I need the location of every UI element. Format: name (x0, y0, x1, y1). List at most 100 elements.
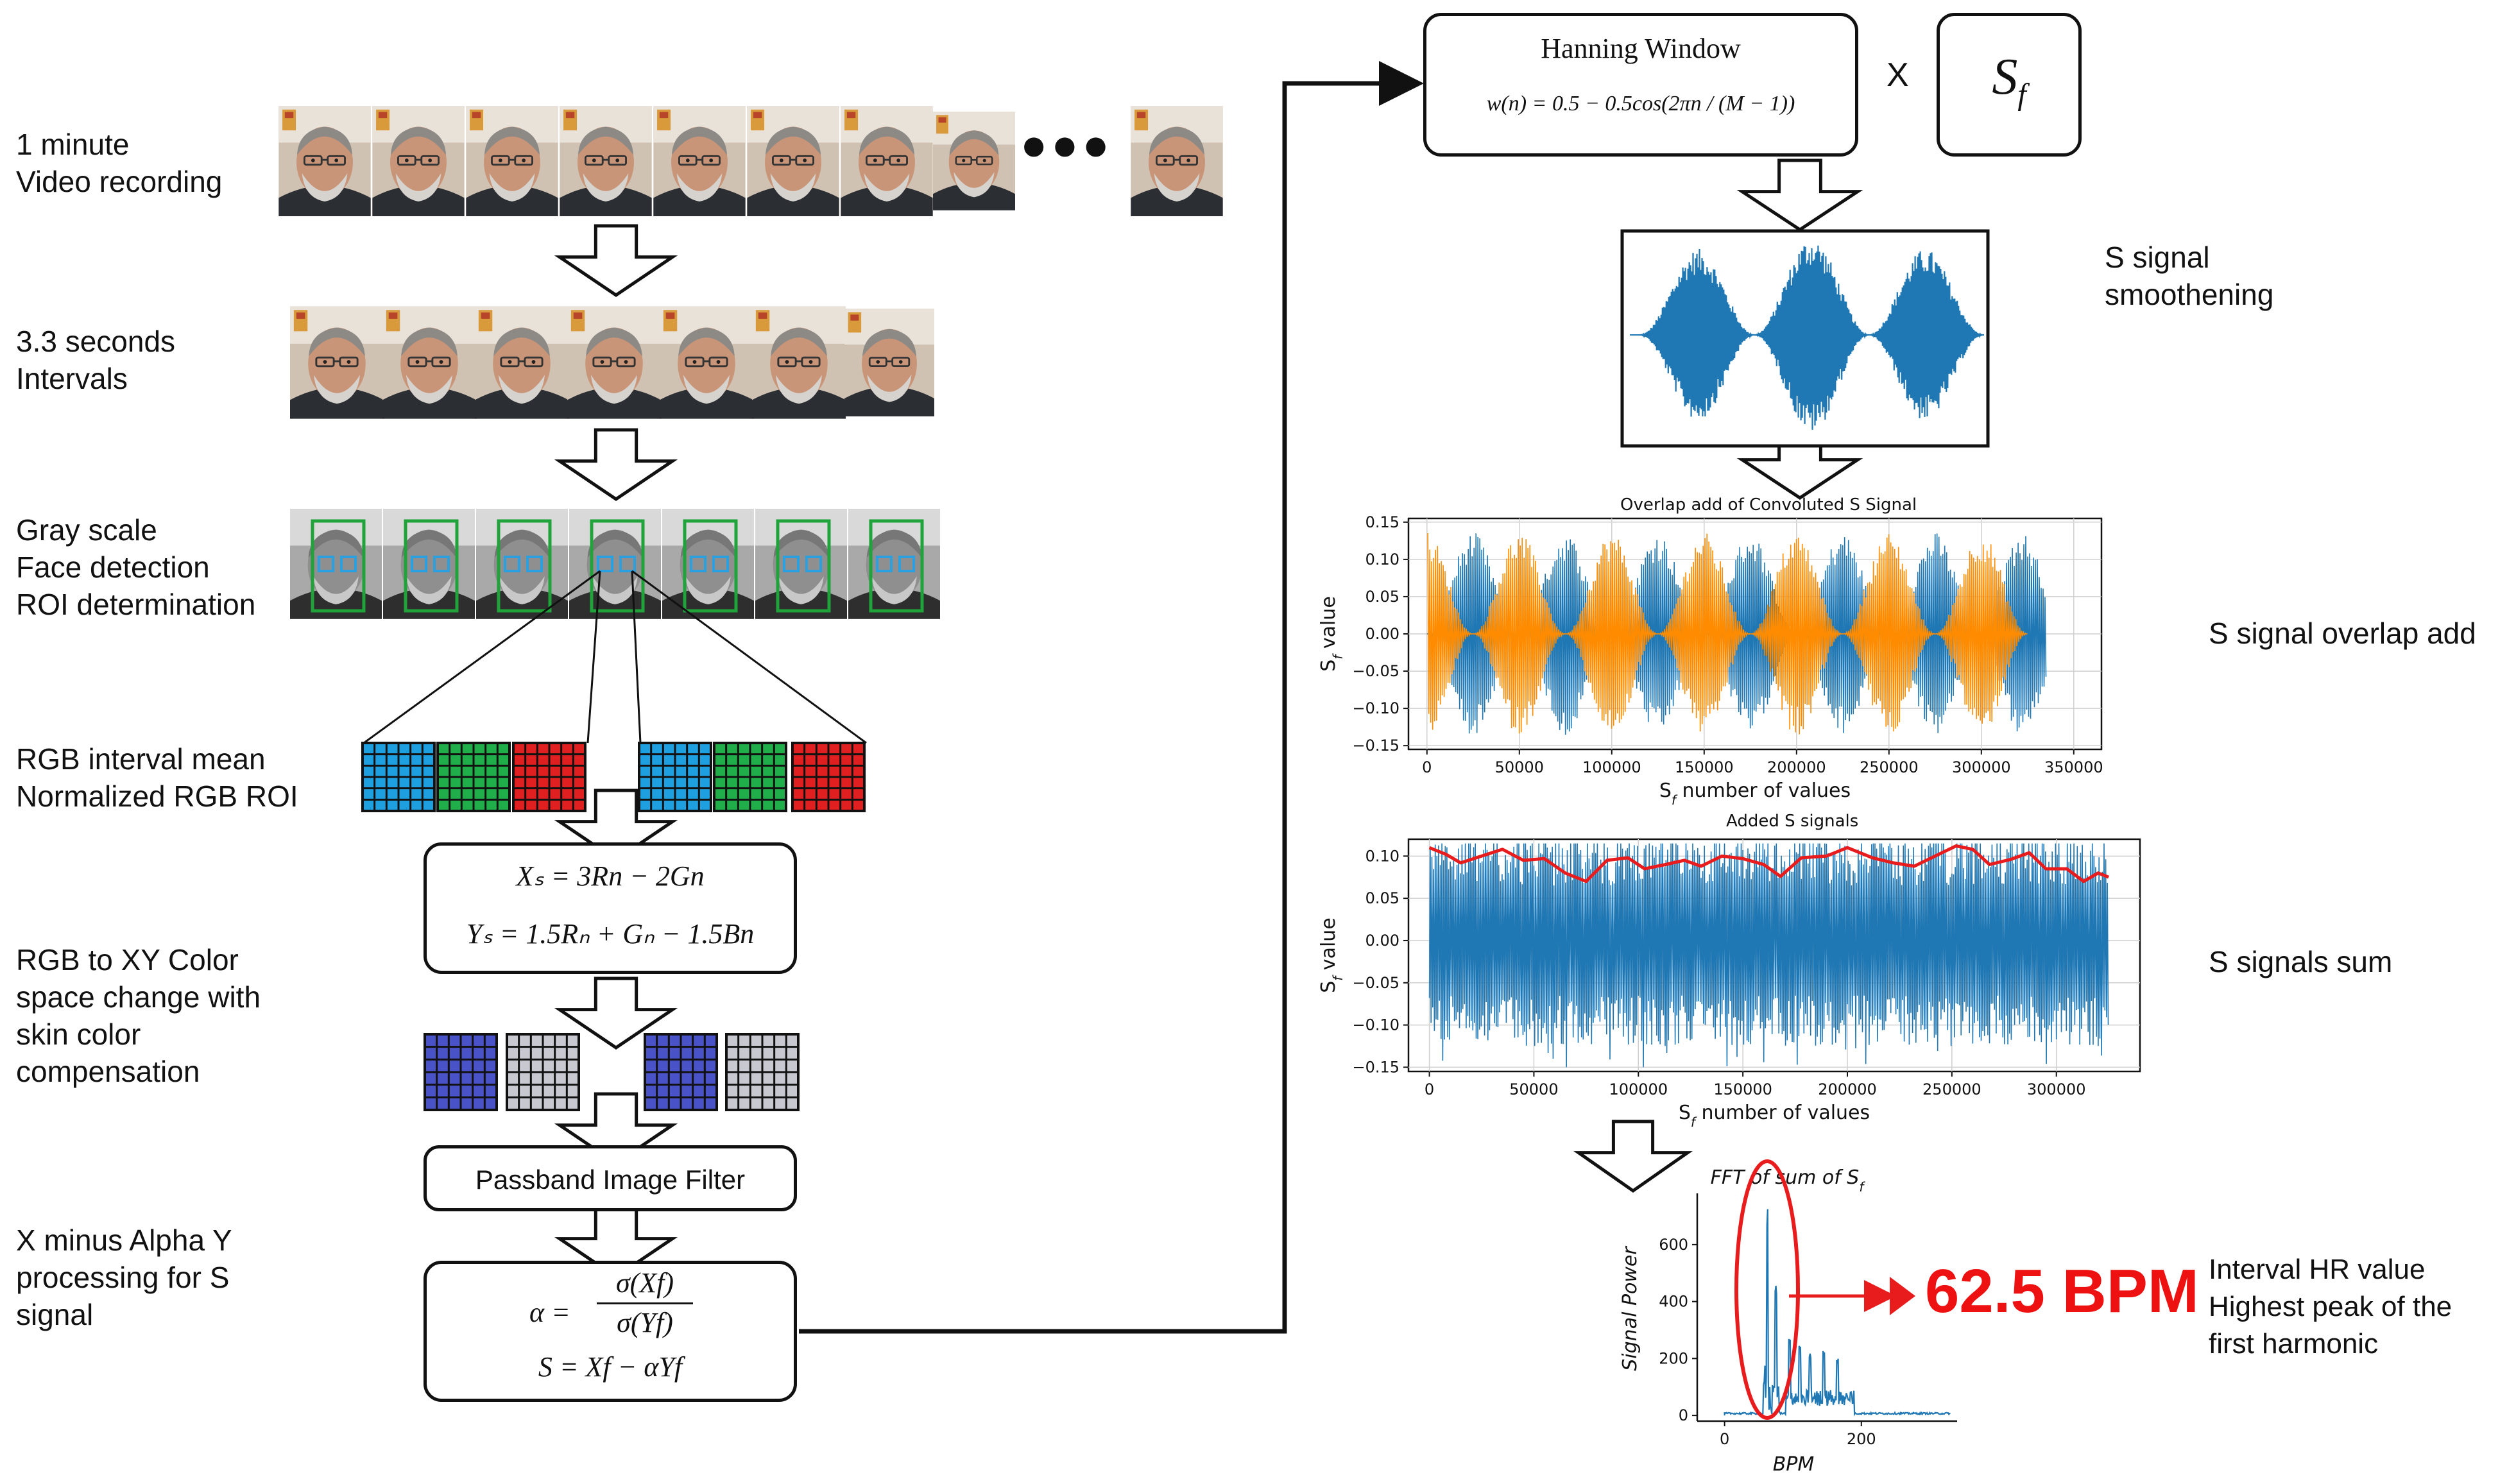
interval-frame-7 (844, 307, 934, 418)
fraction-bar (597, 1302, 693, 1304)
x-tick-label: 150000 (1675, 758, 1734, 776)
connector-arrow (799, 61, 1424, 1334)
alpha-denominator: σ(Yf) (617, 1307, 673, 1338)
label-color-space: RGB to XY Color space change with skin c… (16, 941, 261, 1090)
flow-arrows (554, 158, 1863, 1279)
label-line: 1 minute (16, 128, 130, 161)
x-tick-label: 0 (1425, 1080, 1434, 1098)
alpha-lhs: α = (529, 1297, 570, 1328)
y-tick-label: 0.10 (1365, 550, 1399, 568)
alpha-numerator: σ(Xf) (615, 1267, 674, 1299)
roi-box-left (876, 556, 893, 572)
down-arrow (554, 224, 678, 298)
down-arrow (1736, 158, 1863, 232)
ellipsis-dots: ●●● (1020, 119, 1113, 169)
passband-filter-box: Passband Image Filter (424, 1145, 797, 1211)
ys-formula: Yₛ = 1.5Rₙ + Gₙ − 1.5Bn (466, 918, 755, 950)
interval-frame-4 (567, 305, 661, 420)
y-tick-label: −0.10 (1352, 1016, 1399, 1034)
label-face-detection: Gray scale Face detection ROI determinat… (16, 511, 255, 623)
added-chart-title: Added S signals (1726, 812, 1859, 831)
video-frame-8 (933, 110, 1015, 212)
y-tick-label: 600 (1659, 1236, 1688, 1254)
gray-face-frame (848, 509, 940, 619)
video-frame-5 (652, 106, 747, 216)
xy-roi-grids (424, 1033, 800, 1111)
y-tick-label: 0.10 (1365, 847, 1399, 865)
face-detection-box (776, 519, 831, 613)
label-line: first harmonic (2209, 1328, 2379, 1360)
roi-box-left (690, 556, 706, 572)
hanning-title: Hanning Window (1541, 33, 1741, 64)
down-arrow (1573, 1120, 1693, 1193)
label-line: Highest peak of the (2209, 1291, 2452, 1322)
sf-box: Sf (1937, 13, 2082, 157)
x-tick-label: 0 (1720, 1430, 1729, 1448)
roi-box-right (619, 556, 636, 572)
label-hr-value: Interval HR value Highest peak of the fi… (2209, 1251, 2452, 1363)
face-detection-box (404, 519, 459, 613)
x-tick-label: 200000 (1767, 758, 1826, 776)
y-tick-label: −0.05 (1352, 662, 1399, 680)
hanning-formula: w(n) = 0.5 − 0.5cos(2πn / (M − 1)) (1486, 92, 1795, 115)
x-tick-label: 100000 (1609, 1080, 1668, 1098)
y-tick-label: 200 (1659, 1349, 1688, 1367)
label-overlap-add: S signal overlap add (2209, 617, 2476, 650)
down-arrow (554, 428, 678, 502)
label-line: X minus Alpha Y (16, 1224, 232, 1257)
roi-box-left (318, 556, 334, 572)
label-line: 3.3 seconds (16, 325, 176, 358)
roi-box-right (898, 556, 915, 572)
label-line: smoothening (2105, 278, 2274, 311)
peak-arrowhead (1890, 1277, 1915, 1315)
roi-box-left (597, 556, 613, 572)
xs-formula: Xₛ = 3Rn − 2Gn (516, 860, 705, 892)
label-signals-sum: S signals sum (2209, 945, 2393, 978)
roi-box-right (433, 556, 450, 572)
label-line: skin color (16, 1018, 141, 1051)
overlap-chart-title: Overlap add of Convoluted S Signal (1620, 495, 1917, 515)
x-tick-label: 100000 (1582, 758, 1641, 776)
interval-frames (290, 305, 934, 420)
gray-face-frame (290, 509, 382, 619)
x-tick-label: 50000 (1509, 1080, 1558, 1098)
label-line: Normalized RGB ROI (16, 780, 298, 813)
face-detection-box (497, 519, 552, 613)
gray-face-frame (569, 509, 661, 619)
y-tick-label: −0.10 (1352, 699, 1399, 717)
video-frame-1 (277, 106, 372, 216)
rgb-roi-grids (361, 742, 866, 812)
fft-spectrum (1724, 1209, 1951, 1417)
interval-frame-3 (475, 305, 569, 420)
interval-frame-2 (382, 305, 476, 420)
hanning-window-box: Hanning Window w(n) = 0.5 − 0.5cos(2πn /… (1423, 13, 1858, 157)
interval-frame-6 (752, 305, 846, 420)
down-arrow (554, 789, 678, 862)
sf-letter: S (1992, 49, 2018, 105)
smoothening-chart (1620, 229, 1990, 448)
label-video-recording: 1 minute Video recording (16, 126, 222, 200)
label-line: space change with (16, 980, 261, 1014)
x-tick-label: 350000 (2044, 758, 2103, 776)
x-tick-label: 300000 (1952, 758, 2011, 776)
label-line: Interval HR value (2209, 1254, 2426, 1285)
label-line: Video recording (16, 165, 223, 198)
interval-frame-1 (290, 305, 384, 420)
x-axis-label: BPM (1773, 1453, 1815, 1476)
y-axis-label: Sf value (1317, 596, 1346, 672)
y-axis-label: Signal Power (1619, 1246, 1641, 1371)
gray-face-frame (755, 509, 847, 619)
xy-formula-box: Xₛ = 3Rn − 2Gn Yₛ = 1.5Rₙ + Gₙ − 1.5Bn (424, 842, 797, 974)
sf-subscript: f (2017, 78, 2026, 112)
video-frame-2 (371, 106, 466, 216)
interval-frame-5 (660, 305, 753, 420)
x-tick-label: 150000 (1713, 1080, 1772, 1098)
peak-highlight (1734, 1159, 1800, 1420)
label-line: RGB interval mean (16, 742, 266, 776)
video-frame-last (1129, 106, 1224, 216)
y-tick-label: 0.00 (1365, 625, 1399, 643)
label-intervals: 3.3 seconds Intervals (16, 323, 175, 397)
roi-box-right (340, 556, 357, 572)
